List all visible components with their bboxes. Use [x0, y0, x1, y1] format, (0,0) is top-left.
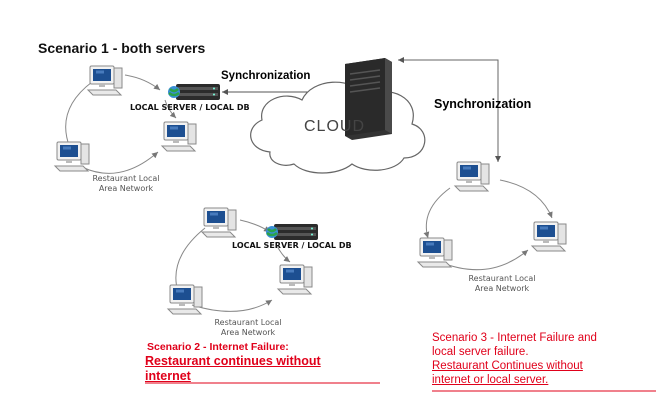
scenario3-line1: Scenario 3 - Internet Failure and [432, 332, 597, 344]
scenario2-local-server [264, 222, 320, 242]
scenario3-lan-label-line1: Restaurant Local [468, 274, 536, 283]
scenario2-pc-left [167, 284, 203, 315]
sync-right-label: Synchronization [434, 97, 532, 111]
scenario3-description: Scenario 3 - Internet Failure and local … [432, 331, 597, 387]
scenario1-lan-label-line2: Area Network [98, 184, 154, 193]
scenario1-pc-top [87, 65, 123, 96]
cloud-server [345, 58, 392, 140]
scenario3-lan-label-line2: Area Network [474, 284, 530, 293]
scenario2-pc-top [201, 207, 237, 238]
scenario2-lan-label: Restaurant Local Area Network [208, 318, 288, 338]
scenario3-pc-right [531, 221, 567, 252]
scenario2-body-line1: Restaurant continues without [145, 354, 321, 368]
scenario2-server-label: LOCAL SERVER / LOCAL DB [232, 241, 352, 250]
scenario1-lan-label-line1: Restaurant Local [92, 174, 160, 183]
scenario3-line4: internet or local server. [432, 374, 549, 386]
scenario1-local-server [166, 82, 222, 102]
scenario2-description: Restaurant continues without internet [145, 354, 321, 384]
scenario1-title: Scenario 1 - both servers [38, 40, 206, 56]
scenario2-body-line2: internet [145, 369, 191, 383]
scenario1-pc-left [54, 141, 90, 172]
scenario3-pc-left [417, 237, 453, 268]
sync-arrow-right [398, 57, 501, 162]
cloud-label: CLOUD [304, 118, 366, 135]
scenario3-pc-top [454, 161, 490, 192]
scenario1-lan-ring [65, 74, 177, 174]
scenario2-title: Scenario 2 - Internet Failure: [147, 341, 289, 353]
scenario3-line3: Restaurant Continues without [432, 360, 583, 372]
scenario1-pc-right [161, 121, 197, 152]
scenario2-lan-label-line1: Restaurant Local [214, 318, 282, 327]
scenario2-pc-right [277, 264, 313, 295]
scenario2-lan-label-line2: Area Network [220, 328, 276, 337]
sync-left-label: Synchronization [221, 70, 311, 82]
scenario1-lan-label: Restaurant Local Area Network [86, 174, 166, 194]
scenario3-line2: local server failure. [432, 346, 529, 358]
scenario3-lan-label: Restaurant Local Area Network [462, 274, 542, 294]
scenario1-server-label: LOCAL SERVER / LOCAL DB [130, 103, 250, 112]
